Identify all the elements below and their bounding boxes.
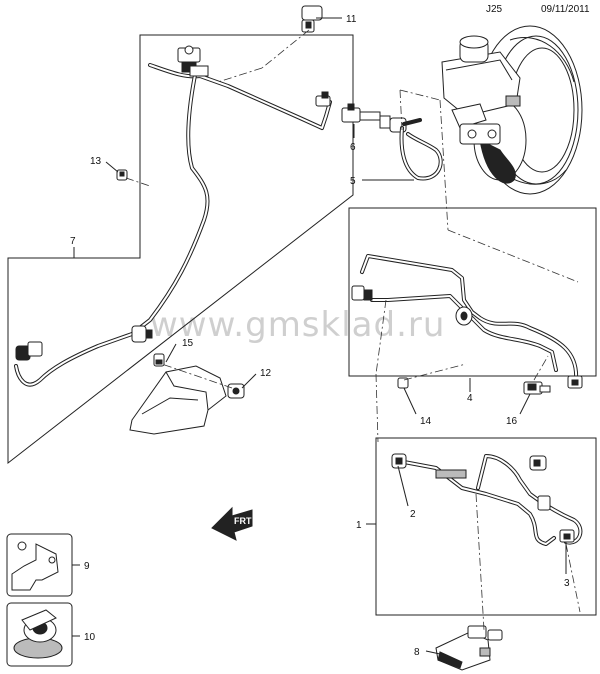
part-13-clip: [116, 169, 128, 181]
part-8-block: [435, 625, 503, 671]
reference-lines: [125, 29, 581, 631]
part-11-connector: [301, 5, 323, 33]
bracket-12-15: [129, 353, 245, 435]
callout-15: 15: [182, 338, 194, 349]
callout-5: 5: [350, 176, 356, 187]
leader-lines: [72, 17, 567, 655]
callout-2: 2: [410, 509, 416, 520]
callout-16: 16: [506, 416, 518, 427]
callout-3: 3: [564, 578, 570, 589]
front-arrow-label: FRT: [234, 516, 252, 526]
part-10-cap: [13, 609, 63, 659]
part-14-clip: [397, 377, 409, 389]
callout-7: 7: [70, 236, 76, 247]
callout-13: 13: [90, 156, 102, 167]
frame-7: [7, 34, 354, 465]
callout-1: 1: [356, 520, 362, 531]
front-direction-arrow: FRT: [211, 506, 253, 541]
frame-4: [348, 207, 597, 377]
callout-11: 11: [346, 14, 357, 25]
callout-8: 8: [414, 647, 420, 658]
callout-4: 4: [467, 393, 473, 404]
callout-14: 14: [420, 416, 432, 427]
pipe-assembly-7: [14, 45, 332, 387]
diagram-date: 09/11/2011: [541, 4, 590, 15]
pipe-assembly-4: [351, 254, 583, 389]
frame-1: [375, 437, 597, 616]
callout-9: 9: [84, 561, 90, 572]
callout-10: 10: [84, 632, 96, 643]
part-9-bracket: [11, 541, 59, 591]
pipe-assembly-1: [391, 453, 583, 546]
master-cylinder-reservoir: [441, 35, 521, 145]
diagram-code: J25: [486, 4, 503, 15]
watermark-text: www.gmsklad.ru: [150, 305, 445, 345]
callout-6: 6: [350, 142, 356, 153]
part-16-connector: [523, 381, 551, 395]
frame-10: [6, 602, 73, 667]
callout-12: 12: [260, 368, 272, 379]
part-5-6-hose: [341, 103, 443, 181]
